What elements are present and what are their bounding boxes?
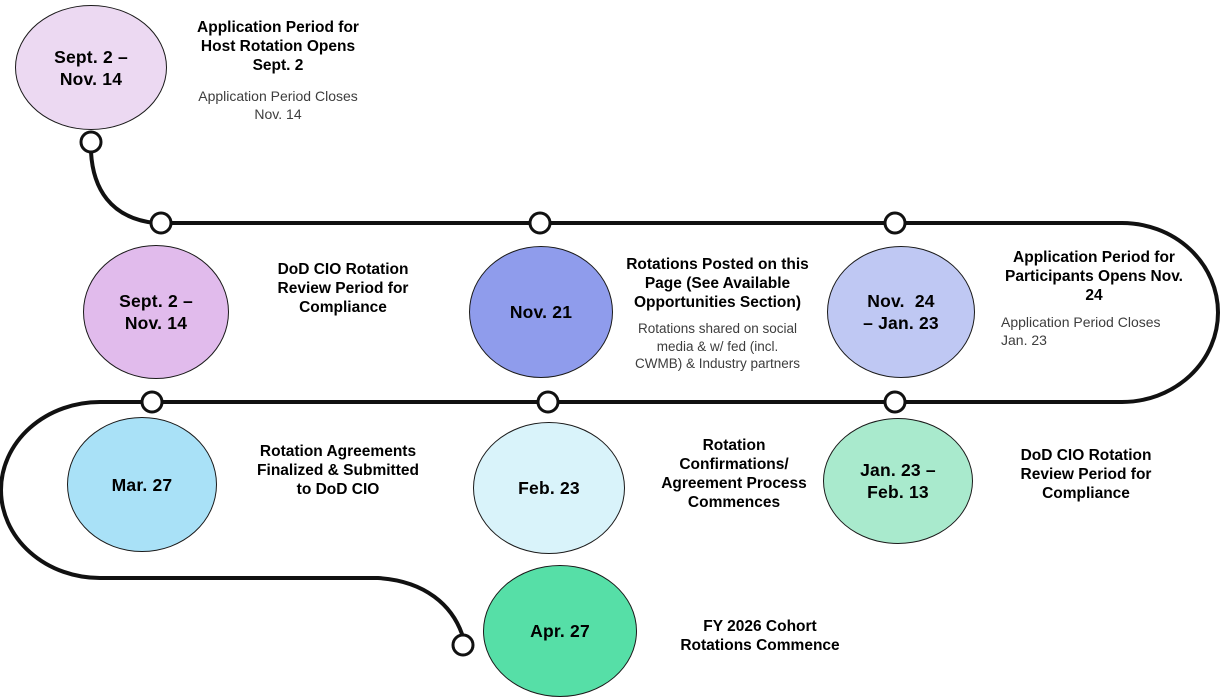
milestone-circle-agreements-finalized: Mar. 27 [67,417,217,552]
milestone-label-participant-compliance-review: DoD CIO Rotation Review Period for Compl… [996,446,1176,503]
milestone-title: DoD CIO Rotation Review Period for Compl… [277,261,409,316]
milestone-label-agreements-finalized: Rotation Agreements Finalized & Submitte… [247,442,429,499]
milestone-date: Apr. 27 [530,621,590,641]
milestone-circle-confirmations-commence: Feb. 23 [473,422,625,554]
milestone-date: Sept. 2 – Nov. 14 [119,291,193,333]
milestone-circle-rotations-posted: Nov. 21 [469,246,613,378]
milestone-date: Sept. 2 – Nov. 14 [54,46,128,89]
milestone-title: Rotation Agreements Finalized & Submitte… [257,443,419,498]
milestone-circle-participant-compliance-review: Jan. 23 – Feb. 13 [823,418,973,544]
milestone-date: Feb. 23 [518,478,580,498]
milestone-circle-participant-application-period: Nov. 24 – Jan. 23 [827,246,975,378]
milestone-date: Mar. 27 [111,474,173,495]
timeline-node [536,390,560,414]
timeline-node [451,633,475,657]
milestone-date: Nov. 24 – Jan. 23 [863,291,939,333]
timeline-node [528,211,552,235]
milestone-subtitle: Rotations shared on social media & w/ fe… [634,321,801,371]
milestone-circle-host-application-period: Sept. 2 – Nov. 14 [15,5,167,130]
milestone-title: Application Period for Host Rotation Ope… [197,19,359,74]
timeline-node [79,130,103,154]
milestone-title: FY 2026 Cohort Rotations Commence [680,618,840,654]
milestone-date: Jan. 23 – Feb. 13 [860,460,936,502]
milestone-circle-rotations-commence: Apr. 27 [483,565,637,697]
timeline-node [883,390,907,414]
milestone-title: Application Period for Participants Open… [1004,249,1183,304]
timeline-node [883,211,907,235]
milestone-title: Rotation Confirmations/ Agreement Proces… [661,437,807,511]
milestone-circle-host-compliance-review: Sept. 2 – Nov. 14 [83,245,229,379]
milestone-subtitle: Application Period Closes Jan. 23 [1001,314,1161,348]
milestone-label-host-application-period: Application Period for Host Rotation Ope… [177,18,379,123]
timeline-path [0,150,1220,636]
milestone-subtitle: Application Period Closes Nov. 14 [198,88,358,122]
milestone-title: DoD CIO Rotation Review Period for Compl… [1020,447,1152,502]
timeline-node [149,211,173,235]
milestone-label-participant-application-period: Application Period for Participants Open… [985,248,1203,349]
milestone-label-confirmations-commence: Rotation Confirmations/ Agreement Proces… [643,436,825,512]
milestone-label-host-compliance-review: DoD CIO Rotation Review Period for Compl… [252,260,434,317]
milestone-label-rotations-posted: Rotations Posted on this Page (See Avail… [610,255,825,373]
timeline-node [140,390,164,414]
milestone-date: Nov. 21 [509,302,573,322]
milestone-label-rotations-commence: FY 2026 Cohort Rotations Commence [665,617,855,655]
milestone-title: Rotations Posted on this Page (See Avail… [626,256,809,311]
